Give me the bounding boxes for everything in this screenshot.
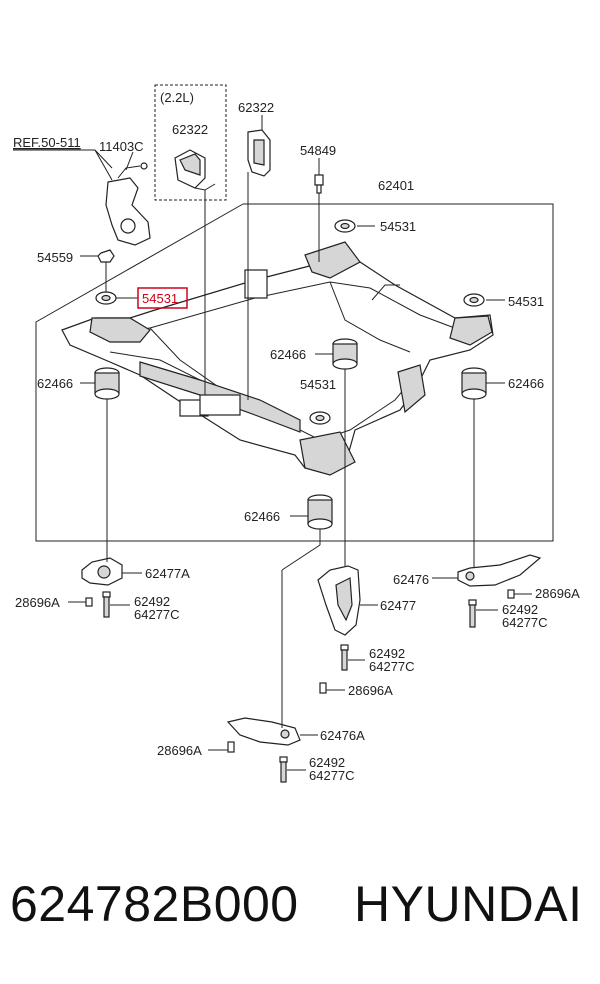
part-label-62492-low: 62492 xyxy=(309,755,345,770)
part-label-11403C: 11403C xyxy=(99,139,144,154)
nut-54559 xyxy=(97,249,115,263)
part-label-54531-mid: 54531 xyxy=(300,377,336,392)
bolt-right xyxy=(468,599,477,628)
part-label-28696A-low: 28696A xyxy=(157,743,202,758)
bracket-62476 xyxy=(457,554,542,587)
ref-label: REF.50-511 xyxy=(13,135,81,150)
part-label-28696A-left: 28696A xyxy=(15,595,60,610)
part-label-54531-right: 54531 xyxy=(508,294,544,309)
bolt-28696A-right xyxy=(507,589,515,599)
bolt-28696A-left xyxy=(85,597,93,607)
part-label-62492-left: 62492 xyxy=(134,594,170,609)
part-label-54531-upper: 54531 xyxy=(380,219,416,234)
assembly-outline xyxy=(35,203,554,542)
bushing-62466-low xyxy=(307,494,333,530)
part-label-54559: 54559 xyxy=(37,250,73,265)
part-label-62476A: 62476A xyxy=(320,728,365,743)
leader-lines xyxy=(13,115,532,771)
part-label-54849: 54849 xyxy=(300,143,336,158)
bolt-28696A-low xyxy=(227,741,235,753)
highlight-box xyxy=(137,287,188,309)
part-label-62477: 62477 xyxy=(380,598,416,613)
part-label-62477A: 62477A xyxy=(145,566,190,581)
part-label-62466-right: 62466 xyxy=(508,376,544,391)
bracket-62322 xyxy=(247,129,271,177)
part-label-62401: 62401 xyxy=(378,178,414,193)
mount-bracket-2.2L xyxy=(174,149,216,191)
bolt-low xyxy=(279,756,288,783)
part-label-62466-mid: 62466 xyxy=(270,347,306,362)
part-label-62476: 62476 xyxy=(393,572,429,587)
part-label-62492-mid: 62492 xyxy=(369,646,405,661)
bolt-mid xyxy=(340,644,349,671)
part-label-28696A-right: 28696A xyxy=(535,586,580,601)
steering-knuckle xyxy=(105,162,151,246)
part-label-54531-highlighted: 54531 xyxy=(142,291,178,306)
part-label-62492-right: 62492 xyxy=(502,602,538,617)
bracket-62477 xyxy=(317,565,361,636)
part-label-62322: 62322 xyxy=(238,100,274,115)
subframe-crossmember xyxy=(61,241,494,476)
bracket-62477A xyxy=(81,557,123,586)
part-label-28696A-mid: 28696A xyxy=(348,683,393,698)
part-label-62322-box: 62322 xyxy=(172,122,208,137)
part-number-caption: 624782B000 xyxy=(10,876,299,932)
bushing-62466-left xyxy=(94,367,120,400)
bushing-62466-right xyxy=(461,367,487,400)
bolt-54849 xyxy=(314,174,324,194)
part-label-64277C-low: 64277C xyxy=(309,768,355,783)
brand-caption: HYUNDAI xyxy=(354,876,583,932)
part-label-62466-left: 62466 xyxy=(37,376,73,391)
part-label-64277C-right: 64277C xyxy=(502,615,548,630)
bracket-62476A xyxy=(226,717,301,746)
bolt-left xyxy=(102,591,111,618)
part-label-62466-low: 62466 xyxy=(244,509,280,524)
bolt-28696A-mid xyxy=(319,682,327,694)
part-label-64277C-left: 64277C xyxy=(134,607,180,622)
variant-label: (2.2L) xyxy=(160,90,194,105)
variant-dashed-box xyxy=(154,84,227,201)
part-label-64277C-mid: 64277C xyxy=(369,659,415,674)
bushing-62466-mid xyxy=(332,338,358,370)
